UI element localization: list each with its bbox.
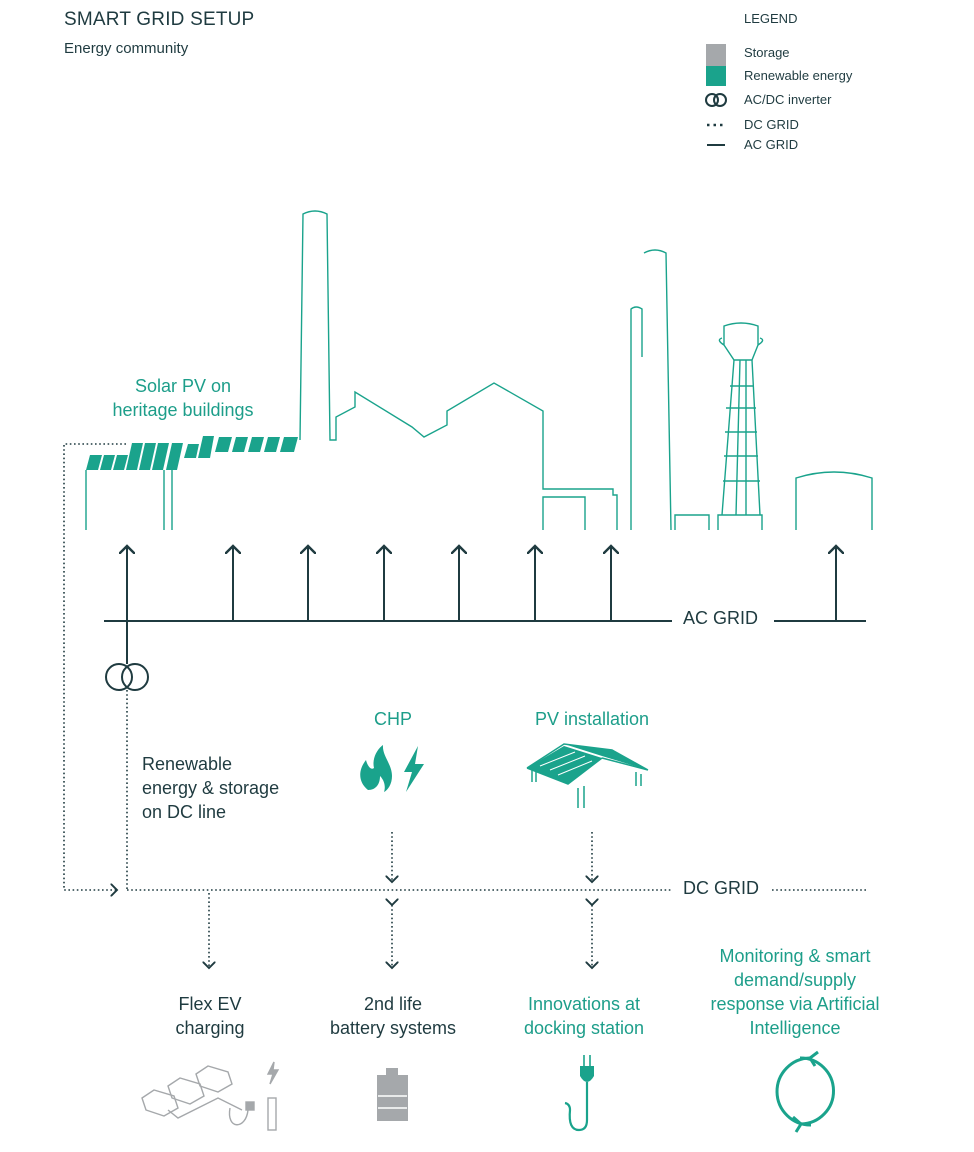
docking-line1: Innovations at bbox=[527, 994, 641, 1014]
renewable-swatch bbox=[706, 66, 726, 86]
battery-line1: 2nd life bbox=[363, 994, 423, 1014]
battery-icon bbox=[377, 1068, 408, 1121]
legend-dc-grid: DC GRID bbox=[744, 117, 799, 132]
dc-line-line2: energy & storage bbox=[142, 778, 280, 798]
dc-line-label: Renewable energy & storage on DC line bbox=[142, 752, 279, 824]
flex-ev-line2: charging bbox=[175, 1018, 245, 1038]
skyline-buildings bbox=[85, 210, 873, 531]
monitoring-line4: Intelligence bbox=[749, 1018, 841, 1038]
flame-icon bbox=[360, 745, 392, 792]
lightning-icon bbox=[404, 746, 424, 792]
ac-grid-lines bbox=[104, 546, 866, 664]
flex-ev-label: Flex EV charging bbox=[140, 992, 280, 1040]
refresh-cycle-icon bbox=[775, 1050, 835, 1133]
legend-inverter: AC/DC inverter bbox=[744, 92, 832, 107]
monitoring-line1: Monitoring & smart bbox=[719, 946, 871, 966]
solar-pv-line1: Solar PV on bbox=[134, 376, 232, 396]
chp-label: CHP bbox=[373, 709, 412, 729]
dc-line-line3: on DC line bbox=[142, 802, 227, 822]
solar-panels bbox=[86, 436, 298, 470]
solar-pv-line2: heritage buildings bbox=[112, 400, 254, 420]
flex-ev-line1: Flex EV bbox=[178, 994, 242, 1014]
monitoring-line2: demand/supply bbox=[733, 970, 857, 990]
inverter-legend-icon bbox=[705, 93, 727, 107]
pv-installation-icon bbox=[526, 743, 649, 808]
ac-grid-label: AC GRID bbox=[677, 608, 765, 629]
ev-charging-icon bbox=[141, 1061, 280, 1131]
legend-storage: Storage bbox=[744, 45, 790, 60]
legend-title: LEGEND bbox=[744, 11, 798, 26]
dc-line-line1: Renewable bbox=[142, 754, 233, 774]
inverter-icon bbox=[105, 663, 149, 691]
page-title: SMART GRID SETUP bbox=[64, 9, 255, 30]
storage-swatch bbox=[706, 44, 726, 66]
battery-label: 2nd life battery systems bbox=[313, 992, 473, 1040]
legend-renewable: Renewable energy bbox=[744, 68, 853, 83]
solar-pv-label: Solar PV on heritage buildings bbox=[108, 374, 258, 422]
battery-line2: battery systems bbox=[329, 1018, 457, 1038]
docking-label: Innovations at docking station bbox=[504, 992, 664, 1040]
legend-ac-grid: AC GRID bbox=[744, 137, 799, 152]
plug-icon bbox=[564, 1055, 594, 1132]
dc-grid-label: DC GRID bbox=[677, 878, 765, 899]
monitoring-line3: response via Artificial bbox=[710, 994, 880, 1014]
docking-line2: docking station bbox=[523, 1018, 645, 1038]
pv-installation-label: PV installation bbox=[534, 709, 650, 729]
dc-grid-lines bbox=[63, 443, 866, 968]
monitoring-label: Monitoring & smart demand/supply respons… bbox=[690, 944, 900, 1040]
page-subtitle: Energy community bbox=[64, 40, 189, 57]
